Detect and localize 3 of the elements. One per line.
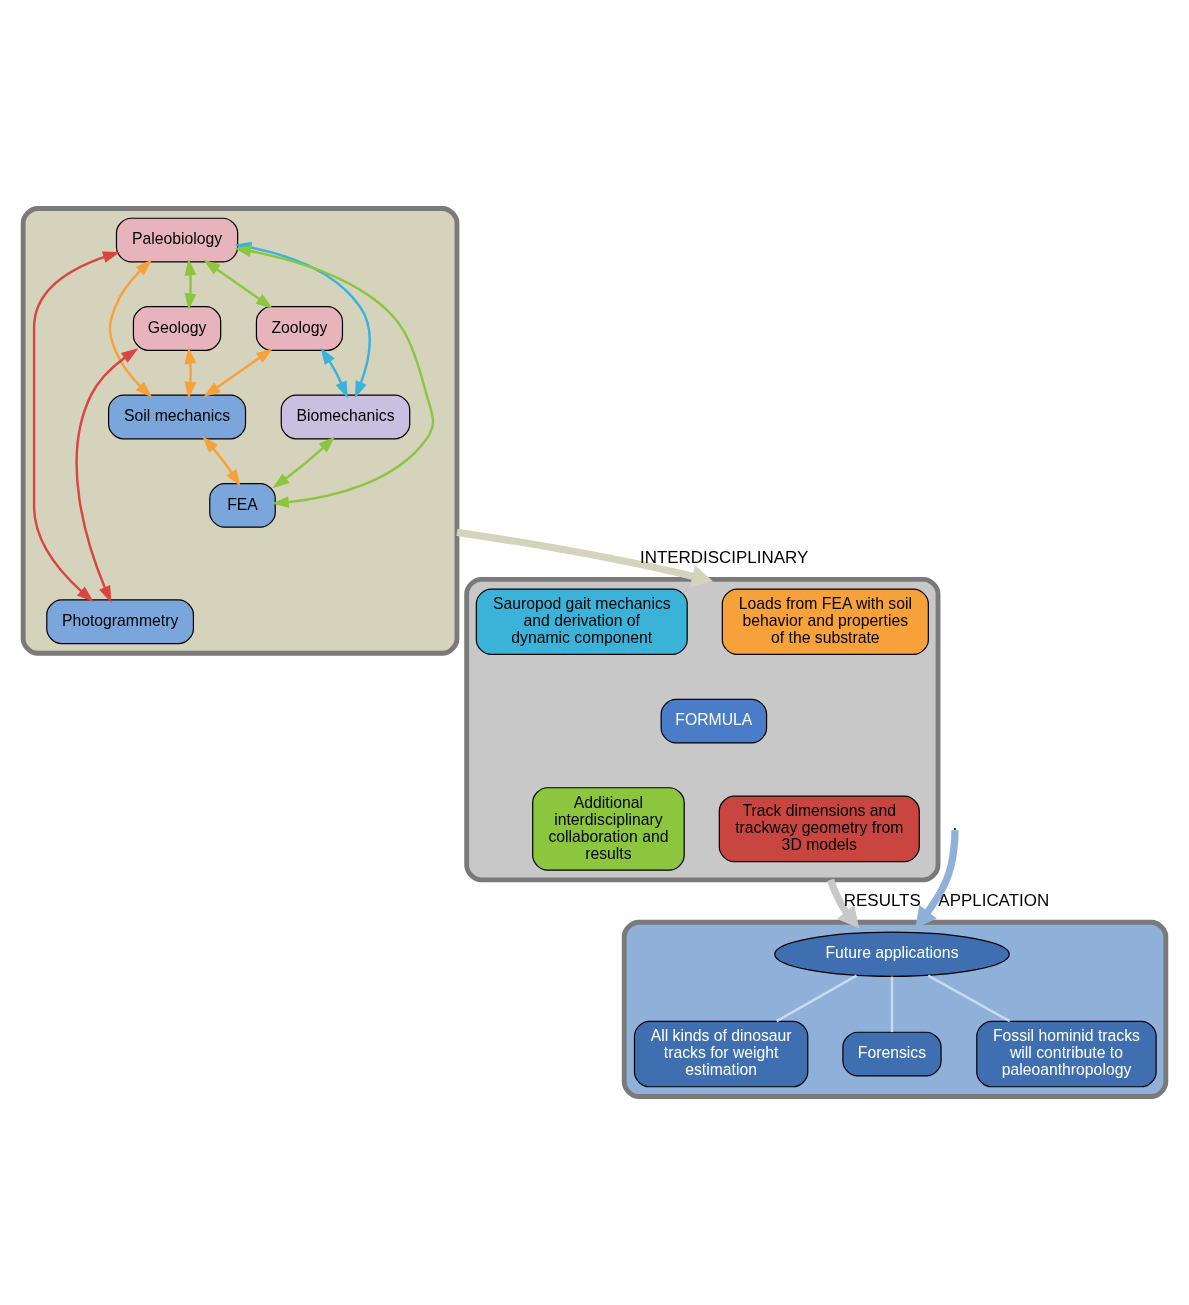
edge-label: INTERDISCIPLINARY [639,547,809,567]
edge-label: APPLICATION [938,890,1050,910]
edge-label: RESULTS [843,890,921,910]
